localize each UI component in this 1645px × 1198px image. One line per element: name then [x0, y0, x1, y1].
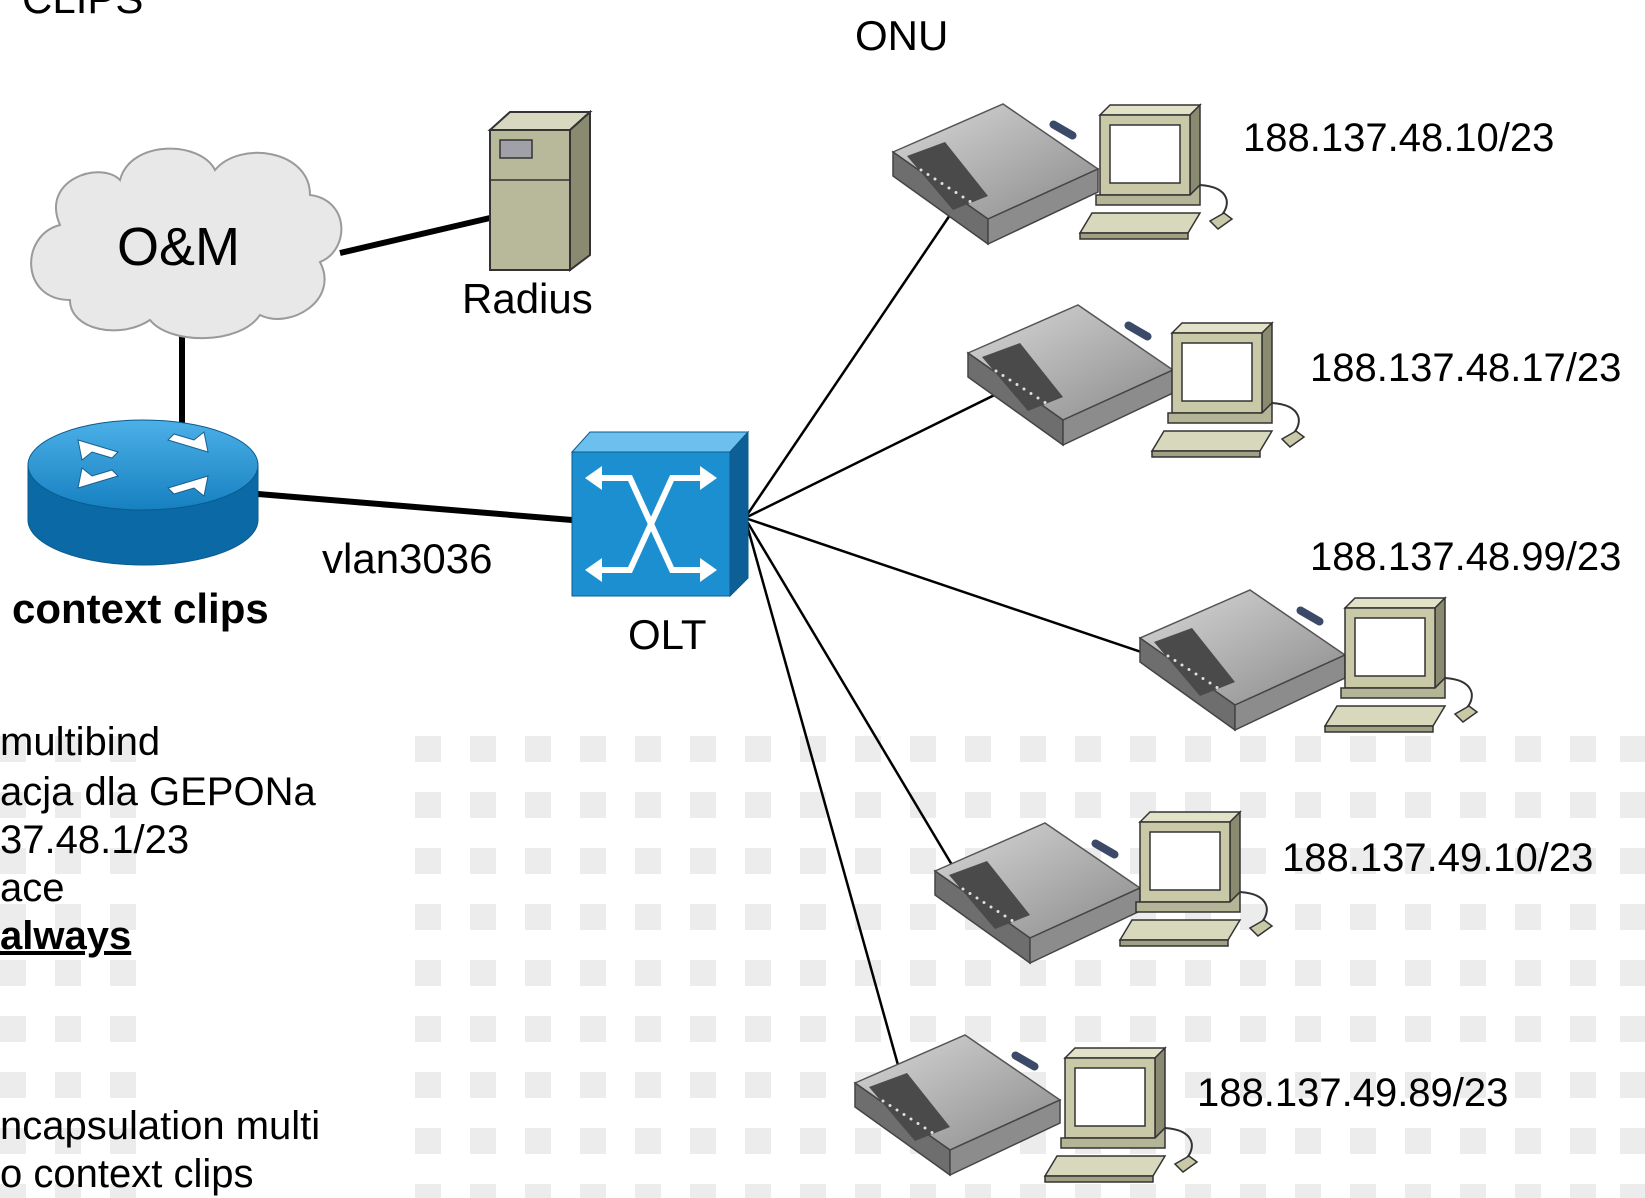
note-line-5: always	[0, 914, 132, 958]
header-title-fragment: CLIPS	[22, 0, 143, 20]
router-icon	[27, 419, 259, 566]
computers	[1043, 103, 1479, 1183]
note-line-3: 37.48.1/23	[0, 818, 190, 862]
link-olt-onu3	[744, 516, 1151, 657]
link-olt-onu4	[743, 517, 957, 871]
onu-ip-2: 188.137.48.17/23	[1310, 346, 1622, 390]
onu-modem-icon	[933, 822, 1142, 965]
computer-icon	[1078, 103, 1234, 240]
vlan-label: vlan3036	[322, 535, 493, 582]
onu-modem-icon	[891, 103, 1100, 246]
link-olt-onu5	[743, 517, 907, 1091]
onu-modem-icon	[1138, 589, 1347, 732]
context-label: context clips	[12, 585, 269, 632]
computer-icon	[1118, 810, 1274, 947]
note-line-2: acja dla GEPONa	[0, 770, 316, 814]
link-olt-onu1	[743, 214, 952, 519]
link-router-olt	[257, 491, 573, 523]
computer-icon	[1323, 596, 1479, 733]
computer-icon	[1150, 321, 1306, 458]
radius-label: Radius	[462, 275, 593, 322]
onu-ip-3: 188.137.48.99/23	[1310, 535, 1622, 579]
computer-icon	[1043, 1046, 1199, 1183]
note-line-7: o context clips	[0, 1152, 254, 1196]
switch-icon	[570, 430, 750, 598]
server-icon	[487, 109, 593, 272]
onu-label: ONU	[855, 12, 949, 59]
note-line-1: multibind	[0, 720, 161, 764]
onu-ip-1: 188.137.48.10/23	[1243, 116, 1555, 160]
link-olt-onu2	[744, 378, 1026, 520]
connection-lines	[179, 214, 1151, 1091]
onu-devices	[853, 103, 1347, 1177]
onu-ip-5: 188.137.49.89/23	[1197, 1071, 1509, 1115]
cloud-icon	[30, 147, 343, 340]
onu-modem-icon	[853, 1034, 1062, 1177]
onu-ip-4: 188.137.49.10/23	[1282, 836, 1594, 880]
om-label: O&M	[117, 217, 241, 277]
note-line-4: ace	[0, 866, 65, 910]
note-line-6: ncapsulation multi	[0, 1104, 321, 1148]
olt-label: OLT	[628, 611, 707, 658]
link-cloud-radius	[339, 215, 491, 256]
onu-modem-icon	[966, 304, 1175, 447]
